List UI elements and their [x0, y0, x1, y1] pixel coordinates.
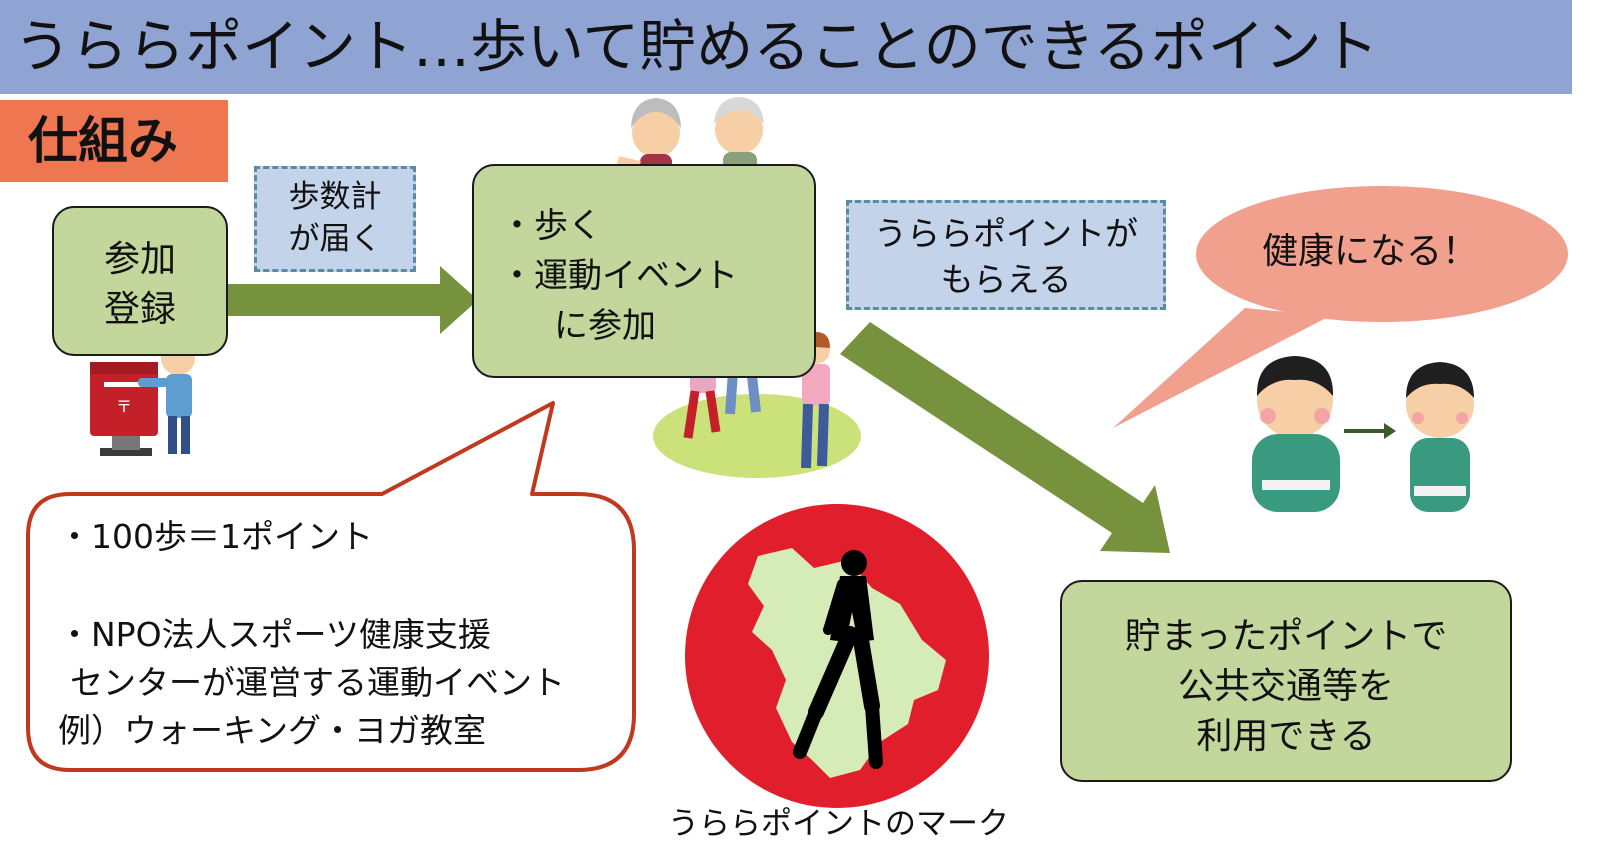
map-silhouette [748, 548, 946, 778]
title-bar: うららポイント…歩いて貯めることのできるポイント [0, 0, 1572, 94]
register-box: 参加 登録 [52, 206, 228, 356]
health-speech-bubble [1113, 308, 1330, 428]
urara-point-mark [685, 504, 989, 808]
register-line2: 登録 [103, 289, 176, 330]
use-box: 貯まったポイントで 公共交通等を 利用できる [1060, 580, 1512, 782]
pedometer-box: 歩数計 が届く [254, 166, 416, 272]
section-tag: 仕組み [0, 100, 228, 182]
before-after-illustration [1252, 356, 1474, 512]
details-line3: センターが運営する運動イベント [70, 663, 565, 702]
section-label: 仕組み [28, 112, 178, 170]
health-bubble-ellipse [1196, 186, 1568, 322]
arrow-points-to-use [840, 322, 1170, 553]
activity-line1: ・歩く [500, 206, 602, 246]
activity-line3: に参加 [554, 306, 656, 346]
mailbox-illustration: 〒 [90, 362, 158, 456]
activity-box: ・歩く ・運動イベント に参加 [472, 164, 816, 378]
details-line2: ・NPO法人スポーツ健康支援 [58, 615, 491, 654]
use-line2: 公共交通等を [1177, 666, 1394, 707]
pedometer-line1: 歩数計 [288, 179, 382, 215]
health-text: 健康になる！ [1262, 231, 1479, 272]
points-line1: うららポイントが [874, 214, 1138, 253]
use-line3: 利用できる [1196, 716, 1376, 757]
mark-caption: うららポイントのマーク [668, 806, 1009, 842]
register-line1: 参加 [103, 239, 176, 280]
details-line1: ・100歩＝1ポイント [58, 517, 373, 556]
page-title: うららポイント…歩いて貯めることのできるポイント [14, 14, 1379, 80]
walking-figure-silhouette [793, 550, 883, 769]
svg-text:〒: 〒 [116, 397, 132, 416]
activity-line2: ・運動イベント [500, 256, 738, 296]
details-line4: 例）ウォーキング・ヨガ教室 [58, 711, 487, 750]
points-line2: もらえる [940, 260, 1072, 299]
arrow-register-to-activity [228, 266, 478, 334]
pedometer-line2: が届く [288, 221, 382, 257]
details-callout [26, 401, 636, 772]
points-box: うららポイントが もらえる [846, 200, 1166, 310]
use-line1: 貯まったポイントで [1124, 616, 1448, 657]
